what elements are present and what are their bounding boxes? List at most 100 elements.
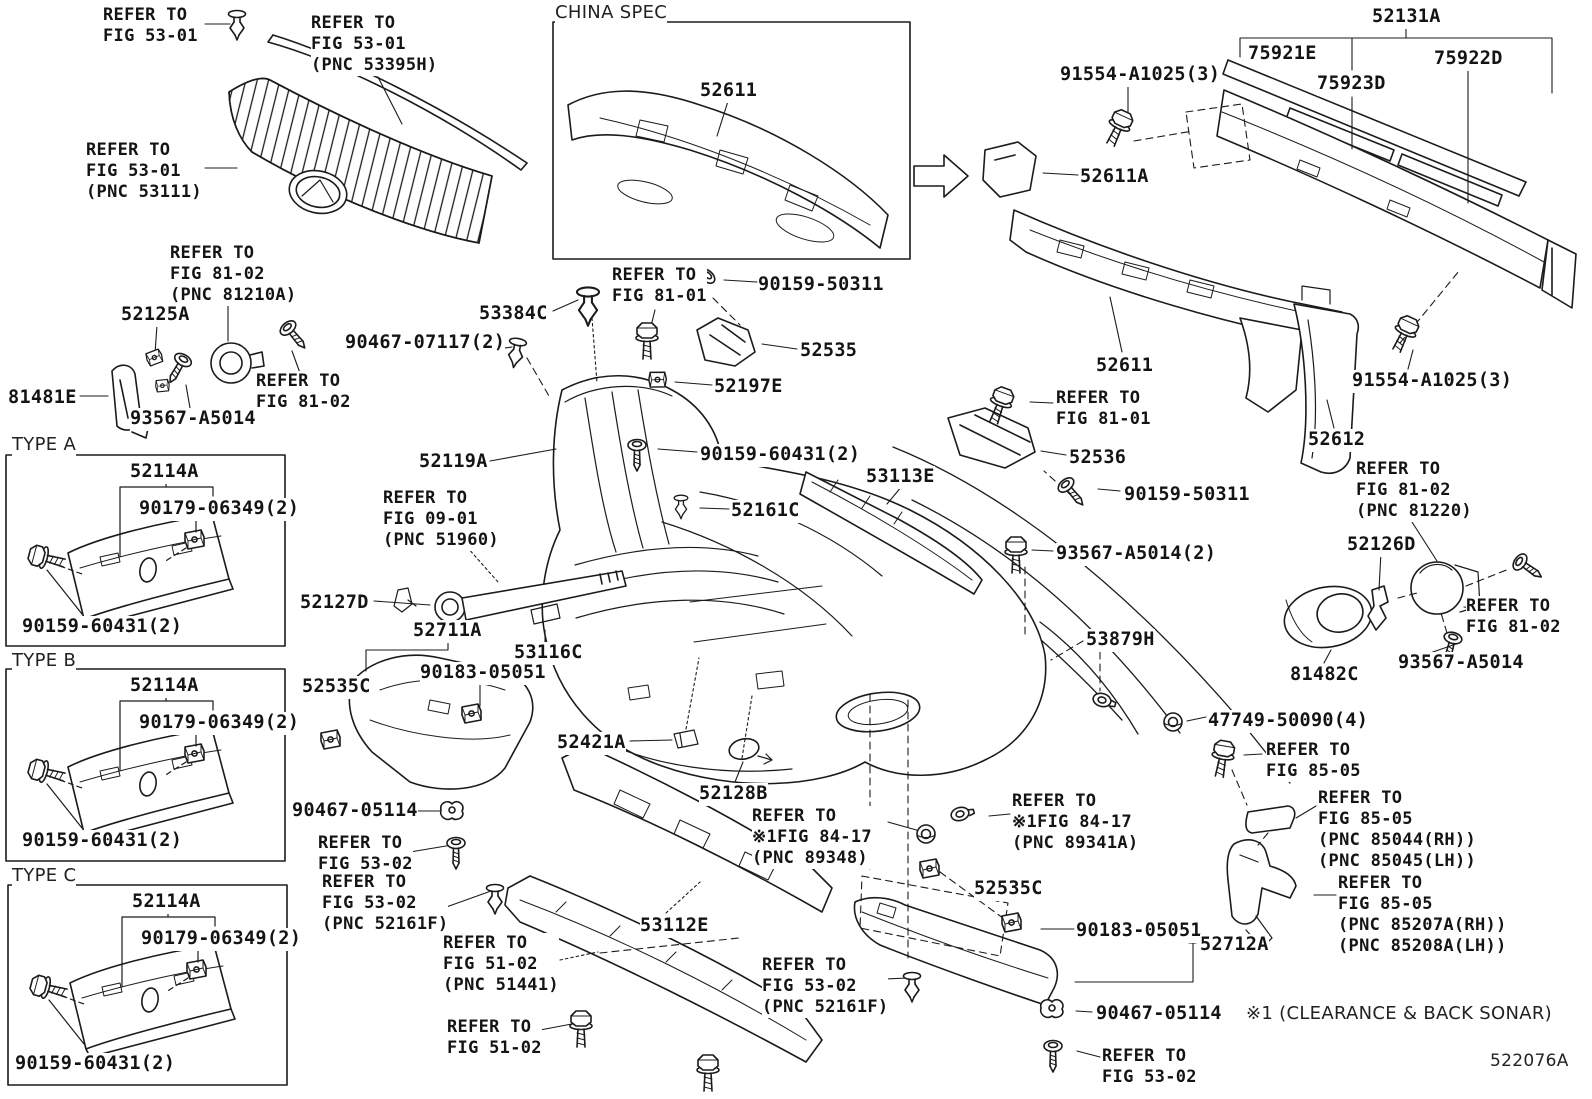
square-nut-icon (461, 703, 482, 724)
part-90183-05051-left: 90183-05051 (420, 662, 546, 685)
ref-81-02-left: REFER TO FIG 81-02 (256, 371, 351, 414)
footnote: ※1 (CLEARANCE & BACK SONAR) (1246, 1003, 1552, 1026)
screw-icon (446, 836, 466, 870)
part-52125a: 52125A (121, 304, 190, 327)
part-52114a-c: 52114A (132, 891, 201, 914)
part-52612: 52612 (1308, 429, 1366, 452)
page-code: 522076A (1490, 1051, 1569, 1073)
ref-51-02-lower: REFER TO FIG 51-02 (447, 1017, 542, 1060)
hex-bolt-icon (635, 322, 659, 360)
ref-51-02-51441: REFER TO FIG 51-02 (PNC 51441) (443, 933, 559, 997)
part-90179-06349-c: 90179-06349(2) (141, 928, 302, 951)
screw-icon (1043, 1039, 1063, 1073)
ref-81-01-right: REFER TO FIG 81-01 (1056, 388, 1151, 431)
part-90159-60431-a: 90159-60431(2) (22, 616, 183, 639)
box-china-spec (552, 21, 911, 260)
part-90183-05051-right: 90183-05051 (1076, 920, 1202, 943)
wing-clip-icon (439, 800, 464, 821)
part-90159-60431-b: 90159-60431(2) (22, 830, 183, 853)
screw-icon (276, 317, 313, 355)
ref-81-02-81220: REFER TO FIG 81-02 (PNC 81220) (1356, 459, 1472, 523)
part-52535c-right: 52535C (974, 878, 1043, 901)
part-53113e: 53113E (866, 466, 935, 489)
hex-bolt-icon (696, 1054, 720, 1092)
part-52161c: 52161C (731, 500, 800, 523)
push-clip-icon (575, 286, 601, 327)
push-clip-icon (227, 9, 247, 41)
part-52119a: 52119A (419, 451, 488, 474)
boxes-layer (5, 21, 911, 1086)
part-47749-50090: 47749-50090(4) (1208, 710, 1369, 733)
part-52114a-b: 52114A (130, 675, 199, 698)
part-90467-05114-left: 90467-05114 (292, 800, 418, 823)
part-90159-60431-center: 90159-60431(2) (700, 444, 861, 467)
ref-81-02-81210a: REFER TO FIG 81-02 (PNC 81210A) (170, 243, 297, 307)
part-90467-05114-right: 90467-05114 (1096, 1003, 1222, 1026)
part-52127d: 52127D (300, 592, 369, 615)
ref-53-01-clip: REFER TO FIG 53-01 (103, 5, 198, 48)
push-clip-icon (504, 336, 528, 370)
ref-53-02-52161f-left: REFER TO FIG 53-02 (PNC 52161F) (322, 872, 449, 936)
square-nut-icon (919, 858, 940, 879)
ref-85-05-85207a: REFER TO FIG 85-05 (PNC 85207A(RH)) (PNC… (1338, 873, 1507, 958)
ref-81-02-right: REFER TO FIG 81-02 (1466, 596, 1561, 639)
screw-icon (1054, 474, 1091, 512)
bumper-cover (393, 317, 1291, 785)
part-93567-a5014-left: 93567-A5014 (130, 408, 256, 431)
part-90467-07117: 90467-07117(2) (345, 332, 506, 355)
push-clip-icon (485, 883, 505, 915)
part-52131a: 52131A (1372, 6, 1441, 29)
part-52197e: 52197E (714, 376, 783, 399)
part-52712a: 52712A (1200, 934, 1269, 957)
part-53879h: 53879H (1086, 629, 1155, 652)
grommet-icon (916, 824, 936, 844)
china-spec-absorber (567, 90, 889, 249)
hex-bolt-icon (569, 1010, 593, 1048)
part-91554-a1025-top: 91554-A1025(3) (1060, 64, 1221, 87)
ref-09-01-51960: REFER TO FIG 09-01 (PNC 51960) (383, 488, 499, 552)
part-52421a: 52421A (557, 732, 626, 755)
leader-lines (79, 23, 1553, 1058)
dashed-assembly-lines (526, 103, 1510, 959)
part-52536: 52536 (1069, 447, 1127, 470)
direction-arrow-icon (913, 154, 969, 198)
push-clip-icon (902, 971, 922, 1003)
fog-lamp-assembly (1226, 561, 1481, 949)
part-53112e: 53112E (640, 915, 709, 938)
part-90179-06349-b: 90179-06349(2) (139, 712, 300, 735)
grommet-icon (1163, 712, 1183, 732)
ref-53-02-upper: REFER TO FIG 53-02 (318, 833, 413, 876)
header-type-c: TYPE C (12, 865, 77, 888)
part-75922d: 75922D (1434, 48, 1503, 71)
box-type-a (5, 454, 286, 647)
ref-85-05-top: REFER TO FIG 85-05 (1266, 740, 1361, 783)
square-nut-icon (154, 377, 171, 394)
square-nut-icon (144, 348, 164, 367)
hex-bolt-icon (1099, 106, 1137, 150)
ref-84-17-89341a: REFER TO ※1FIG 84-17 (PNC 89341A) (1012, 791, 1139, 855)
part-90159-50311-right: 90159-50311 (1124, 484, 1250, 507)
part-52126d: 52126D (1347, 534, 1416, 557)
grille-assembly (111, 34, 528, 439)
part-52711a: 52711A (413, 620, 482, 643)
ref-53-02-52161f-right: REFER TO FIG 53-02 (PNC 52161F) (762, 955, 889, 1019)
part-75923d: 75923D (1317, 73, 1386, 96)
part-52535: 52535 (800, 340, 858, 363)
square-nut-icon (1001, 912, 1022, 933)
part-91554-a1025-right: 91554-A1025(3) (1352, 370, 1513, 393)
ref-53-02-bottom: REFER TO FIG 53-02 (1102, 1046, 1197, 1089)
square-nut-icon (646, 369, 669, 391)
energy-absorber-right (982, 141, 1360, 474)
ref-84-17-89348: REFER TO ※1FIG 84-17 (PNC 89348) (752, 806, 872, 870)
part-75921e: 75921E (1248, 43, 1317, 66)
part-90159-50311-center: 90159-50311 (758, 274, 884, 297)
part-52611-china: 52611 (700, 80, 758, 103)
ref-53-01-53395h: REFER TO FIG 53-01 (PNC 53395H) (311, 13, 438, 77)
box-type-c (7, 884, 288, 1086)
part-90159-60431-c: 90159-60431(2) (15, 1053, 176, 1076)
part-81481e: 81481E (8, 387, 77, 410)
lower-covers (348, 654, 1059, 1063)
ref-53-01-53111: REFER TO FIG 53-01 (PNC 53111) (86, 140, 202, 204)
